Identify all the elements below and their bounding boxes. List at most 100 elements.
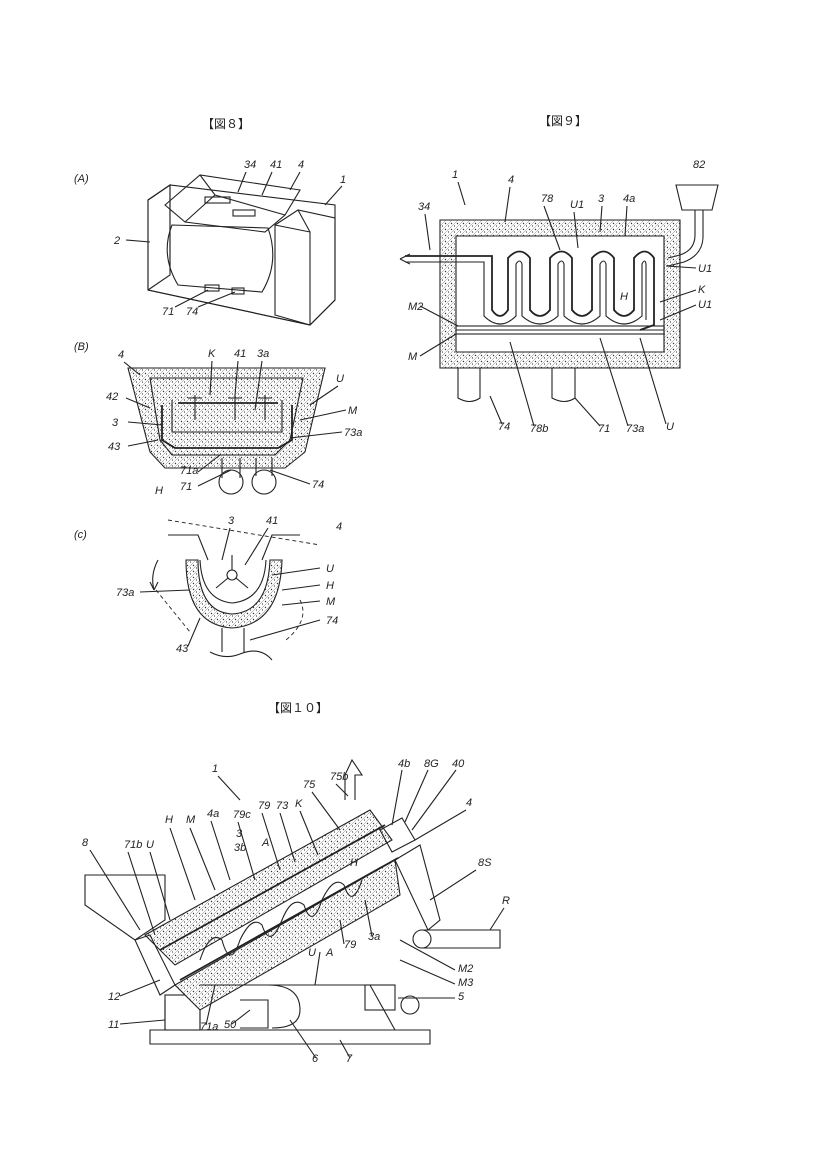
fig9-label: 3 [598, 193, 605, 205]
fig8a-hopper [164, 174, 301, 233]
fig10-label: 71a [200, 1021, 218, 1033]
fig9-housing [439, 219, 681, 369]
fig8c-outlet [209, 628, 273, 661]
fig9-label: U1 [698, 263, 712, 275]
fig10-screw-flights [199, 879, 363, 961]
fig10-left-cap [134, 934, 176, 996]
fig9-outlet-pipes [457, 368, 576, 403]
fig9-title: 【図９】 [539, 114, 587, 128]
fig8-panel-b: (B) 4 K 41 3a 42 U 3 M 43 73a 71a 71 H 7… [74, 341, 362, 497]
fig8b-label: K [208, 348, 216, 360]
fig9-label: 73a [626, 423, 644, 435]
fig8c-rotation-arrow [149, 559, 159, 591]
fig10-label: 12 [108, 991, 120, 1003]
fig8c-label: 74 [326, 615, 338, 627]
fig10-label: 4b [398, 758, 410, 770]
fig8a-label: 1 [340, 174, 346, 186]
fig10-label: 79c [233, 809, 251, 821]
fig8b-label: U [336, 373, 344, 385]
fig8c-label: U [326, 563, 334, 575]
fig10-upper-insulation [144, 809, 393, 966]
fig8b-label: H [155, 485, 163, 497]
fig10-label: 4 [466, 797, 472, 809]
fig10-base [149, 1000, 431, 1045]
fig9-label: 78b [530, 423, 548, 435]
fig10-frame-lines [200, 984, 396, 1031]
fig10-label: 79 [344, 939, 356, 951]
fig9-label: K [698, 284, 706, 296]
fig8a-right-pillar-edges [274, 209, 311, 325]
fig8a-paddle1 [204, 196, 231, 204]
fig8c-label: 43 [176, 643, 189, 655]
figure-10: 【図１０】 1 75 75b 4b 8G 40 [82, 701, 510, 1065]
fig8a-paddle2 [232, 209, 256, 217]
fig8a-drum [166, 224, 274, 293]
fig9-label: U1 [570, 199, 584, 211]
fig10-label: 75b [330, 771, 348, 783]
fig8b-leaders [123, 360, 347, 487]
fig10-label: R [502, 895, 510, 907]
fig9-leaders [419, 181, 697, 427]
fig8c-label: 4 [336, 521, 342, 533]
fig9-label: 1 [452, 169, 458, 181]
fig8a-left-pillar [147, 183, 171, 291]
fig9-feed-pipe [667, 210, 704, 267]
fig9-label: H [620, 291, 628, 303]
fig8c-label: 73a [116, 587, 134, 599]
fig10-label: 73 [276, 800, 289, 812]
fig10-label: 3 [236, 828, 243, 840]
fig8b-label: 73a [344, 427, 362, 439]
fig10-label: M3 [458, 977, 474, 989]
fig10-burner-5 [364, 984, 396, 1011]
fig10-label: 40 [452, 758, 465, 770]
fig10-label: A [325, 947, 333, 959]
fig8b-label: 71 [180, 481, 192, 493]
fig10-label: U [146, 839, 154, 851]
fig8c-trough [199, 559, 267, 604]
fig9-label: 82 [693, 159, 705, 171]
fig8a-outlet71 [204, 284, 220, 292]
fig10-leaders [89, 769, 505, 1059]
fig10-leg-block [164, 994, 201, 1031]
fig9-label: 34 [418, 201, 430, 213]
fig10-label: 7 [346, 1053, 353, 1065]
fig8b-label: 74 [312, 479, 324, 491]
fig8b-paddles [188, 395, 272, 420]
fig10-label: 75 [303, 779, 316, 791]
fig10-chute-8s [394, 844, 441, 931]
fig10-label: M [186, 814, 196, 826]
fig10-label: 3b [234, 842, 246, 854]
fig9-serpentine-inner [405, 260, 647, 325]
fig9-label: M2 [408, 301, 423, 313]
fig9-label: 4a [623, 193, 635, 205]
fig8b-label: 3 [112, 417, 119, 429]
fig10-hopper-8 [84, 874, 166, 941]
fig10-label: K [295, 798, 303, 810]
fig8a-label: 34 [244, 159, 256, 171]
fig9-hopper-82 [675, 184, 719, 211]
fig8c-funnel [168, 534, 300, 561]
fig8b-label: 71a [180, 465, 198, 477]
fig10-fan-6 [267, 984, 301, 1029]
fig10-chimney [344, 758, 364, 800]
fig8a-leaders [125, 171, 343, 308]
fig10-label: 71b [124, 839, 142, 851]
fig8c-label: 3 [228, 515, 235, 527]
fig8a-label: 2 [113, 235, 120, 247]
fig9-label: U [666, 421, 674, 433]
fig8b-label: 43 [108, 441, 121, 453]
fig10-label: 1 [212, 763, 218, 775]
fig9-outlet-arrow [399, 253, 411, 265]
fig10-label: 8G [424, 758, 439, 770]
fig8b-tag: (B) [74, 341, 89, 353]
fig8-title: 【図８】 [202, 117, 250, 131]
fig8b-label: 41 [234, 348, 246, 360]
figure-9: 【図９】 82 1 4 34 78 U1 3 4a U1 M2 H K U1 M… [399, 114, 719, 435]
fig8a-label: 41 [270, 159, 282, 171]
fig10-label: A [261, 837, 269, 849]
fig8c-label: 41 [266, 515, 278, 527]
fig10-conveyor [420, 929, 501, 949]
fig10-label: H [165, 814, 173, 826]
fig8b-pipe74 [251, 469, 277, 495]
